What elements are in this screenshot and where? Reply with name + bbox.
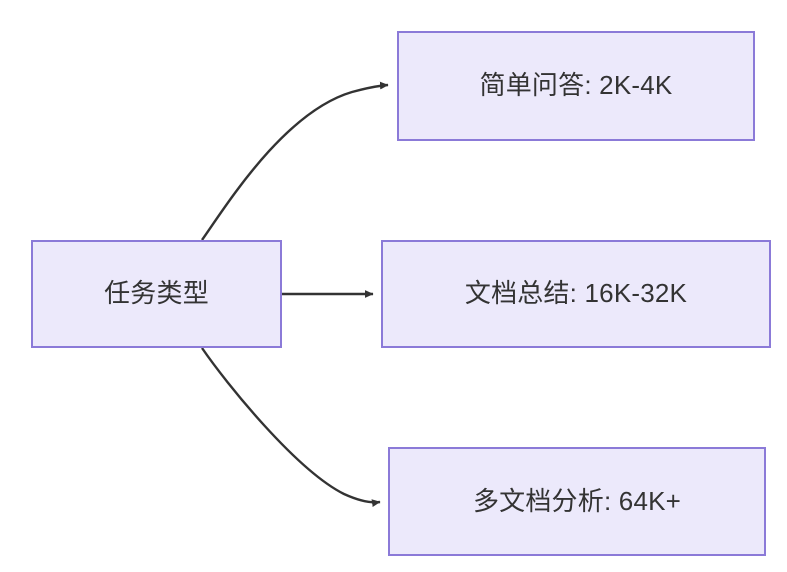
node-task-type[interactable]: 任务类型 [31,240,282,348]
edge-root-to-multi [201,347,381,507]
node-document-summary[interactable]: 文档总结: 16K-32K [381,240,771,348]
edge-root-to-simple [201,81,389,241]
node-simple-qa[interactable]: 简单问答: 2K-4K [397,31,755,141]
node-label: 简单问答: 2K-4K [479,70,673,101]
node-label: 文档总结: 16K-32K [464,278,688,309]
node-label: 任务类型 [104,278,209,309]
node-label: 多文档分析: 64K+ [472,485,682,516]
node-multi-document-analysis[interactable]: 多文档分析: 64K+ [388,447,766,556]
